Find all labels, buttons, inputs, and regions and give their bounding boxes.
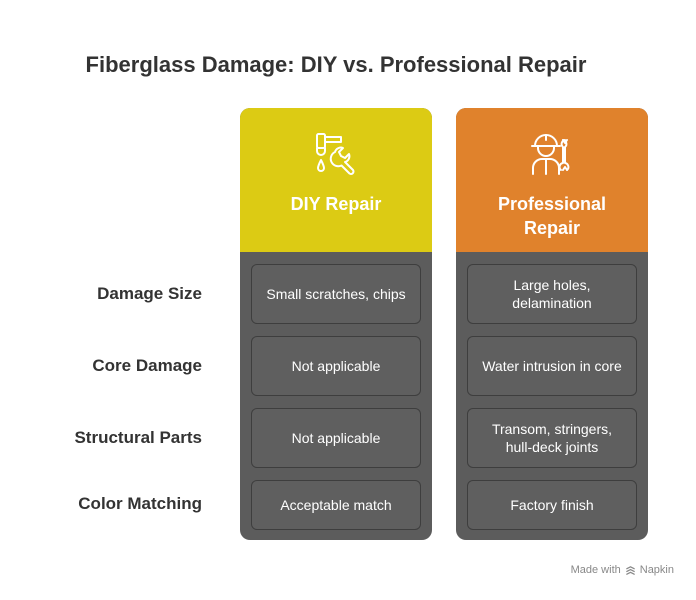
- worker-wrench-icon: [531, 134, 570, 175]
- diy-repair-title: DIY Repair: [290, 194, 382, 214]
- professional-repair-column: Professional Repair Large holes, delamin…: [456, 108, 648, 540]
- footer-brand: Napkin: [639, 564, 674, 576]
- faucet-wrench-icon: [316, 133, 355, 175]
- footer-text: Made with: [570, 564, 621, 576]
- napkin-logo-icon: [625, 565, 635, 575]
- pro-color-matching-cell: Factory finish: [467, 480, 637, 530]
- diy-color-matching-cell: Acceptable match: [251, 480, 421, 530]
- row-label-structural-parts: Structural Parts: [74, 428, 202, 447]
- row-label-color-matching: Color Matching: [78, 494, 202, 513]
- professional-repair-header: Professional Repair: [456, 108, 648, 252]
- row-label-damage-size: Damage Size: [97, 284, 202, 303]
- made-with-napkin-footer[interactable]: Made with Napkin: [571, 564, 674, 576]
- diy-core-damage-cell: Not applicable: [251, 336, 421, 396]
- pro-core-damage-cell: Water intrusion in core: [467, 336, 637, 396]
- diy-structural-parts-cell: Not applicable: [251, 408, 421, 468]
- row-label-core-damage: Core Damage: [92, 356, 202, 375]
- diy-repair-column: DIY Repair Small scratches, chips Not ap…: [240, 108, 432, 540]
- diy-damage-size-cell: Small scratches, chips: [251, 264, 421, 324]
- professional-repair-title: Professional Repair: [497, 194, 607, 238]
- pro-structural-parts-cell: Transom, stringers, hull-deck joints: [467, 408, 637, 468]
- diy-repair-header: DIY Repair: [240, 108, 432, 252]
- page-title: Fiberglass Damage: DIY vs. Professional …: [85, 52, 587, 77]
- pro-damage-size-cell: Large holes, delamination: [467, 264, 637, 324]
